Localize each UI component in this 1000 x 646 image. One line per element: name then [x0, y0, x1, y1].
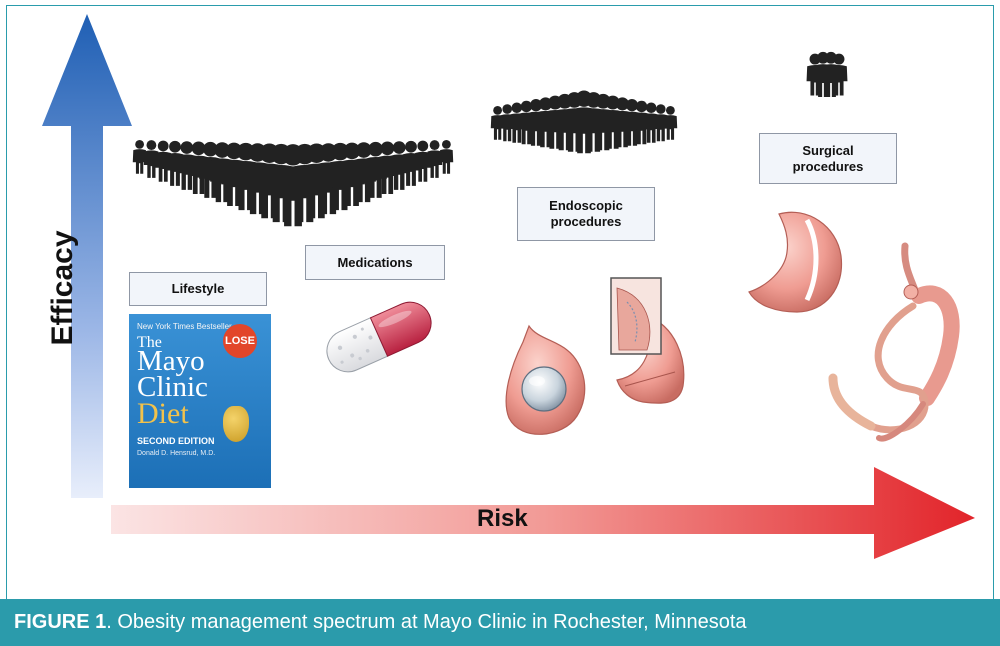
capsule-illustration [326, 301, 432, 373]
people-group-lifestyle [132, 139, 454, 227]
label-lifestyle-text: Lifestyle [171, 281, 225, 296]
book-edition: SECOND EDITION [137, 436, 215, 446]
figure-caption: FIGURE 1. Obesity management spectrum at… [0, 611, 747, 634]
figure-caption-bar: FIGURE 1. Obesity management spectrum at… [0, 599, 1000, 646]
book-author: Donald D. Hensrud, M.D. [137, 450, 216, 457]
spectrum-diagram [42, 14, 975, 559]
label-medications: Medications [305, 245, 445, 280]
efficacy-arrow [42, 14, 132, 498]
book-title-diet: Diet [137, 397, 189, 430]
book-title-clinic: Clinic [137, 371, 208, 403]
label-surgical-text: Surgical procedures [792, 142, 864, 174]
figure-frame: Efficacy Risk Lifestyle Medications Endo… [6, 5, 994, 641]
book-top-line: New York Times Bestseller [137, 322, 232, 331]
book-badge: LOSE [223, 324, 257, 358]
intragastric-balloon-illustration [505, 324, 586, 435]
people-group-surgical [806, 51, 848, 97]
book-title-the: The [137, 334, 162, 351]
efficacy-axis-label: Efficacy [46, 230, 79, 346]
caption-label: FIGURE 1 [14, 611, 107, 633]
label-endoscopic-text: Endoscopic procedures [549, 198, 623, 229]
gastric-bypass-illustration [828, 242, 960, 442]
book-fruit-icon [223, 406, 249, 442]
person-icon [663, 105, 678, 140]
person-icon [439, 139, 454, 174]
people-group-endoscopic [490, 90, 678, 154]
book-title-mayo: Mayo [137, 345, 205, 377]
caption-text: . Obesity management spectrum at Mayo Cl… [106, 611, 747, 633]
endoscopic-sleeve-illustration [610, 277, 685, 404]
risk-axis-label: Risk [477, 505, 528, 532]
risk-arrow [111, 467, 975, 559]
label-medications-text: Medications [337, 254, 413, 270]
label-lifestyle: Lifestyle [129, 272, 267, 306]
sleeve-gastrectomy-illustration [748, 211, 843, 313]
label-surgical: Surgical procedures [759, 133, 897, 184]
mayo-clinic-diet-book: New York Times Bestseller The Mayo Clini… [129, 314, 271, 488]
label-endoscopic: Endoscopic procedures [517, 187, 655, 241]
